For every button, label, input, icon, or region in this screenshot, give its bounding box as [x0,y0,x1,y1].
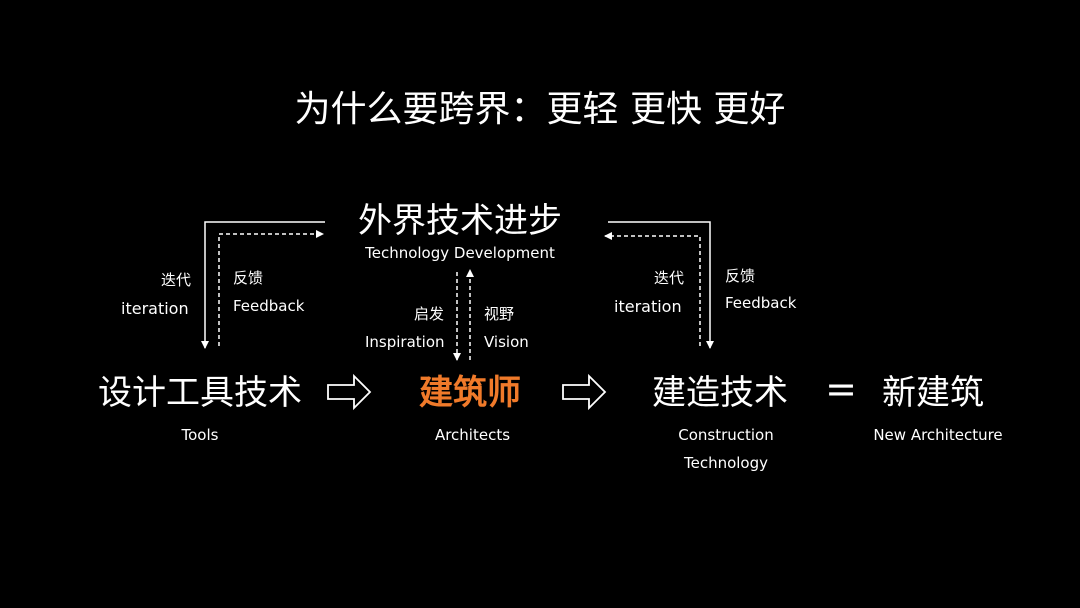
left-feedback-label-cn: 反馈 [233,269,264,287]
equals-sign: = [825,367,857,411]
arrow-tools-to-architects [327,373,372,411]
right-iteration-label-en: iteration [614,297,682,316]
vision-label-cn: 视野 [484,305,515,323]
left-feedback-label-en: Feedback [233,297,305,315]
tools-node-subtitle: Tools [181,426,219,444]
right-feedback-label-en: Feedback [725,294,797,312]
inspiration-label-en: Inspiration [365,333,445,351]
construction-node-subtitle-line1: Construction [678,426,774,444]
vision-label-en: Vision [484,333,529,351]
arrow-architects-to-construction [562,373,607,411]
right-iteration-line [608,221,714,349]
left-feedback-line [218,230,324,346]
left-iteration-line [201,221,325,349]
right-feedback-label-cn: 反馈 [725,267,756,285]
architects-node-title: 建筑师 [419,373,521,413]
tools-node-title: 设计工具技术 [98,373,302,413]
construction-node-subtitle-line2: Technology [683,454,769,472]
left-iteration-label-en: iteration [121,299,189,318]
top-node-subtitle: Technology Development [365,244,555,262]
right-feedback-line [604,232,701,346]
new-architecture-node-title: 新建筑 [882,373,984,413]
left-iteration-label-cn: 迭代 [161,271,192,289]
construction-node-title: 建造技术 [652,373,788,413]
right-iteration-label-cn: 迭代 [654,269,685,287]
new-architecture-node-subtitle: New Architecture [873,426,1003,444]
inspiration-label-cn: 启发 [414,305,445,323]
page-title: 为什么要跨界：更轻 更快 更好 [294,89,786,130]
architects-node-subtitle: Architects [434,426,511,444]
top-node-title: 外界技术进步 [358,201,562,241]
